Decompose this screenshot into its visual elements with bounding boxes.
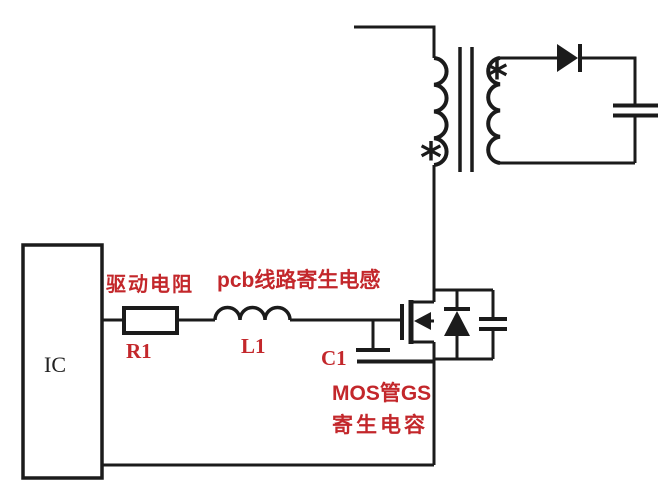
primary-polarity-asterisk: * — [420, 133, 442, 182]
capacitor-c1 — [356, 320, 434, 364]
wire-diode-to-cap — [581, 56, 637, 105]
top-rail — [354, 25, 436, 58]
mosfet-body-arrow — [414, 312, 431, 330]
l1-label: L1 — [241, 334, 266, 358]
output-diode — [557, 44, 582, 72]
pcb-parasitic-inductance-label: pcb线路寄生电感 — [217, 269, 381, 292]
transformer-primary-winding — [433, 56, 449, 167]
transformer — [433, 47, 501, 172]
mosfet — [400, 300, 434, 344]
mos-gs-label-line2: 寄生电容 — [332, 414, 428, 437]
ic-box — [21, 243, 104, 480]
mos-gs-label-line1: MOS管GS — [332, 382, 432, 405]
ic-label: IC — [44, 352, 66, 377]
mosfet-ds-capacitor — [479, 290, 507, 359]
resistor-r1 — [122, 306, 179, 335]
r1-label: R1 — [126, 339, 152, 363]
inductor-l1 — [213, 305, 292, 321]
mosfet-body-diode — [434, 288, 493, 361]
c1-label: C1 — [321, 346, 347, 370]
transformer-secondary-winding — [486, 56, 501, 165]
drive-resistor-label: 驱动电阻 — [106, 274, 194, 296]
body-diode-triangle — [444, 311, 470, 336]
secondary-polarity-asterisk: * — [486, 52, 508, 101]
output-diode-triangle — [557, 44, 578, 72]
output-capacitor — [613, 103, 658, 163]
